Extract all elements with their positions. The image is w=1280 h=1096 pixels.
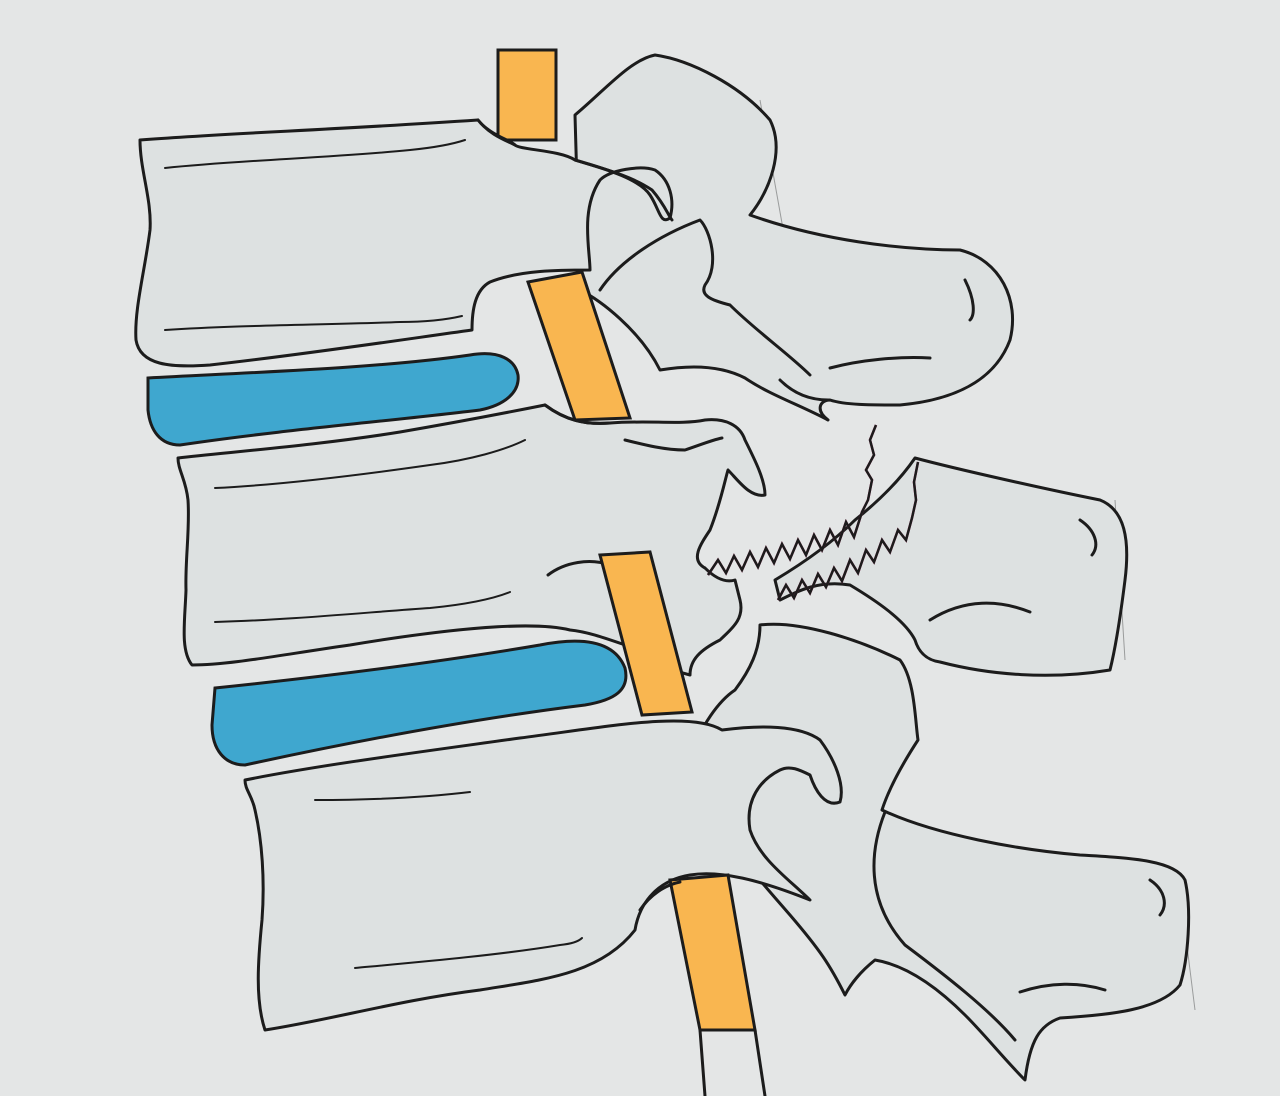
upper-body-posterior-edge <box>476 118 517 147</box>
upper-intervertebral-disc <box>146 352 520 447</box>
lower-body-endplate-top <box>314 791 471 801</box>
middle-process-lower-edge <box>928 601 1032 622</box>
lower-nerve-root <box>668 873 767 1096</box>
lower-body-endplate-bottom <box>354 937 583 969</box>
lower-process-lower-edge <box>1018 982 1107 994</box>
middle-body-endplate-top <box>214 439 526 489</box>
middle-process-tip-curve <box>1078 518 1098 557</box>
lower-intervertebral-disc <box>210 639 628 767</box>
upper-body-endplate-top <box>164 139 466 169</box>
fracture-line-upper-ink <box>706 424 878 576</box>
upper-lamina-contour <box>598 218 812 377</box>
upper-body-endplate-bottom <box>164 315 463 331</box>
lower-vertebra <box>243 622 1191 1082</box>
lower-articular-contour <box>872 810 1017 1042</box>
middle-body-endplate-bottom <box>214 591 511 623</box>
upper-pedicle-contour <box>573 158 674 222</box>
middle-nerve-root <box>598 550 694 717</box>
lower-nerve-root-continuation <box>698 1028 767 1096</box>
upper-nerve-root <box>526 270 633 422</box>
middle-body-posterior-edge <box>543 403 612 425</box>
upper-facet-notch <box>778 378 830 402</box>
middle-spinous-process <box>773 456 1129 677</box>
upper-vertebra <box>134 53 1015 422</box>
upper-process-tip <box>963 278 975 322</box>
lower-body-posterior-edge <box>638 880 682 912</box>
top-nerve-root <box>496 48 558 142</box>
upper-transverse-edge <box>828 355 932 370</box>
fracture-line-lower-ink <box>776 461 920 601</box>
lower-process-tip-curve <box>1148 878 1166 917</box>
pars-interarticularis-fracture <box>706 424 920 601</box>
middle-pedicle-contour <box>623 436 724 452</box>
upper-spinous-process <box>573 53 1015 422</box>
